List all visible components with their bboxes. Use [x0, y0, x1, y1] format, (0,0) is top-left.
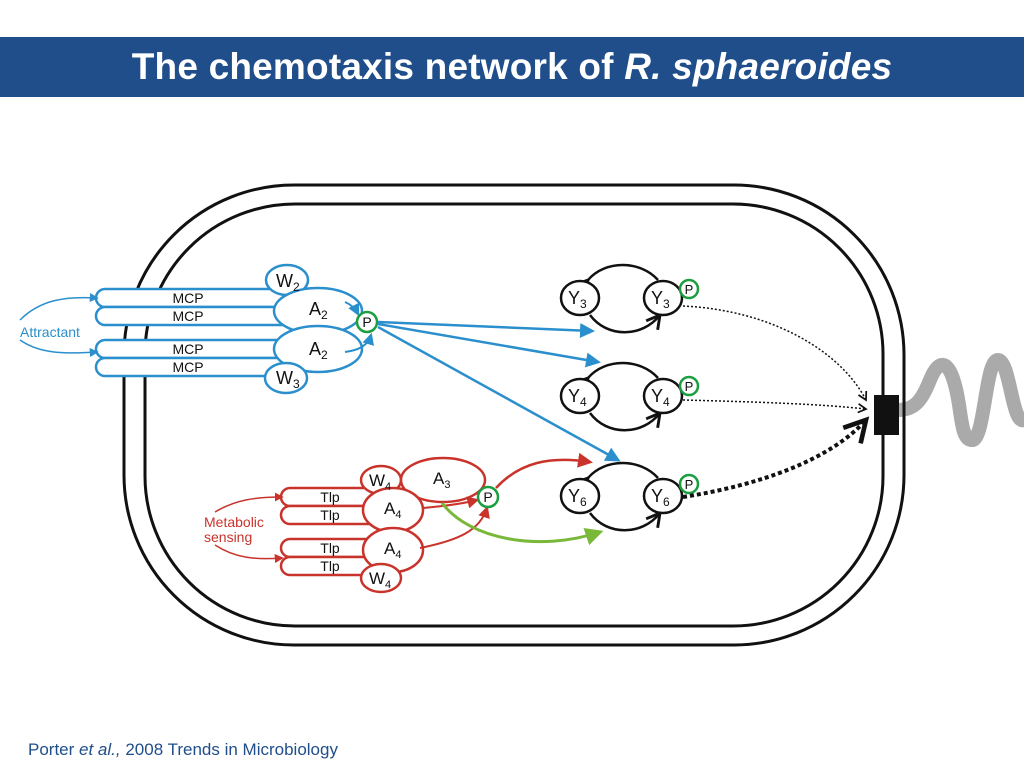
a2-to-p-arrow-lower	[344, 332, 374, 353]
a3-to-y6-arrow	[495, 452, 593, 489]
metabolic-label-1: Metabolic	[204, 514, 264, 530]
a2-lower-label: A2	[309, 339, 328, 362]
mcp-label-1: MCP	[172, 290, 203, 306]
citation-etal: et al.,	[79, 740, 121, 759]
phospho-y6	[678, 473, 700, 495]
mcp-receptor-2	[94, 305, 290, 327]
a2-to-y3-arrow	[377, 320, 595, 338]
metabolic-arrow-upper	[214, 492, 284, 513]
tlp-receptor-4	[279, 555, 375, 577]
tlp-label-3: Tlp	[320, 540, 340, 556]
mcp-label-3: MCP	[172, 341, 203, 357]
a3-label: A3	[433, 469, 450, 491]
slide-title: The chemotaxis network of R. sphaeroides	[132, 46, 893, 88]
protein-y3-phos	[642, 279, 684, 317]
title-text: The chemotaxis network of	[131, 46, 625, 87]
mcp-label-4: MCP	[172, 359, 203, 375]
attractant-arrow-upper	[19, 293, 99, 321]
title-bar: The chemotaxis network of R. sphaeroides	[0, 37, 1024, 97]
inner-membrane	[143, 202, 885, 628]
membrane-pathway	[94, 263, 364, 395]
w2-label: W2	[276, 271, 300, 294]
protein-w4-lower	[359, 562, 403, 594]
protein-y4-unphos	[559, 377, 601, 415]
y4-cycle-bottom-arc	[588, 413, 660, 432]
metabolic-label-2: sensing	[204, 529, 252, 545]
outer-membrane	[122, 183, 906, 647]
phospho-a2	[355, 310, 379, 334]
y6-cycle-bottom-arc	[588, 513, 660, 532]
a4-upper-label: A4	[384, 499, 401, 521]
y4-unphos-label: Y4	[568, 386, 587, 409]
protein-w3	[263, 361, 309, 395]
phospho-y3	[678, 278, 700, 300]
attractant-label: Attractant	[20, 324, 80, 340]
w4-upper-label: W4	[369, 471, 391, 493]
title-species: R. sphaeroides	[624, 46, 893, 87]
citation-source: 2008 Trends in Microbiology	[120, 740, 338, 759]
a4-lower-label: A4	[384, 539, 401, 561]
tlp-label-4: Tlp	[320, 558, 340, 574]
mcp-receptor-4	[94, 356, 290, 378]
y3-cycle-top-arc	[588, 263, 659, 280]
protein-a2-lower	[272, 324, 364, 374]
y4-cycle-top-arc	[588, 361, 659, 378]
w4-lower-label: W4	[369, 569, 391, 591]
y6-phos-label: Y6	[651, 486, 670, 509]
a2-to-p-arrow-upper	[344, 301, 360, 317]
phospho-y4	[678, 375, 700, 397]
y3-unphos-label: Y3	[568, 288, 587, 311]
tlp-label-2: Tlp	[320, 507, 340, 523]
protein-y3-unphos	[559, 279, 601, 317]
tlp-label-1: Tlp	[320, 489, 340, 505]
attractant-arrow-lower	[19, 339, 99, 357]
protein-y6-unphos	[559, 477, 601, 515]
y3-to-motor-arrow	[682, 305, 866, 400]
protein-y6-phos	[642, 477, 684, 515]
a2-to-y6-arrow	[377, 325, 621, 462]
y3-phos-label: Y3	[651, 288, 670, 311]
mcp-label-2: MCP	[172, 308, 203, 324]
cross-talk-arrow	[440, 502, 604, 546]
flagellar-motor	[874, 395, 899, 435]
flagellum	[891, 352, 1024, 448]
y4-phos-label: Y4	[651, 386, 670, 409]
y4-to-motor-arrow	[682, 399, 866, 409]
protein-y4-phos	[642, 377, 684, 415]
citation: Porter et al., 2008 Trends in Microbiolo…	[28, 740, 338, 760]
metabolic-arrow-lower	[214, 544, 284, 564]
phospho-y3-label: P	[685, 282, 694, 297]
response-regulators	[559, 263, 684, 532]
phospho-y4-label: P	[685, 379, 694, 394]
a4-to-p-arrow-lower	[419, 505, 490, 549]
cytoplasmic-pathway	[279, 456, 487, 594]
phospho-a3-label: P	[483, 489, 492, 505]
protein-a3	[399, 456, 487, 504]
y6-unphos-label: Y6	[568, 486, 587, 509]
phospho-y6-label: P	[685, 477, 694, 492]
tlp-receptor-2	[279, 504, 375, 526]
y6-to-motor-arrow	[682, 420, 866, 499]
phospho-a2-label: P	[362, 314, 371, 330]
w3-label: W3	[276, 368, 300, 391]
a2-upper-label: A2	[309, 299, 328, 322]
citation-author: Porter	[28, 740, 80, 759]
y3-cycle-bottom-arc	[588, 315, 660, 334]
a2-to-y4-arrow	[377, 322, 601, 368]
phospho-a3	[476, 485, 500, 509]
y6-cycle-top-arc	[588, 461, 659, 478]
a4-to-p-arrow-upper	[422, 496, 480, 509]
